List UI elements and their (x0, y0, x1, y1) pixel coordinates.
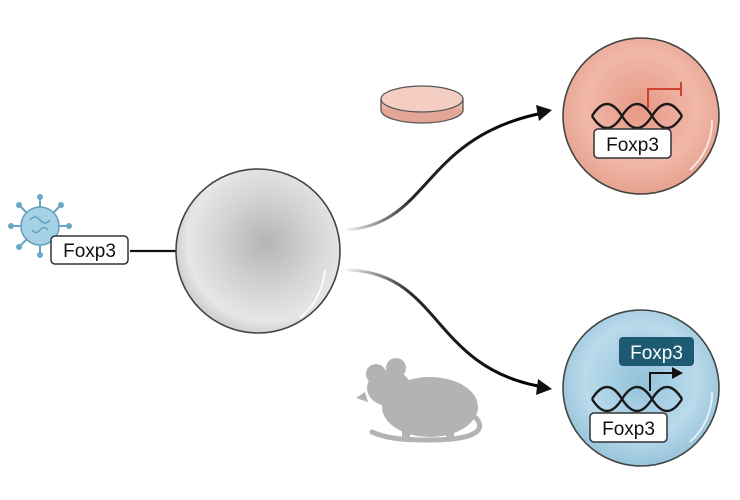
dna-helix-icon (590, 102, 684, 130)
mouse-icon (356, 358, 483, 443)
grey-cell (175, 168, 341, 334)
blue-cell-gene-label: Foxp3 (589, 412, 668, 443)
virus-icon (8, 194, 72, 258)
svg-text:Foxp3: Foxp3 (602, 419, 655, 440)
dna-helix-icon (590, 385, 684, 413)
lower-branch-arrow (343, 268, 552, 395)
petri-dish-icon (380, 85, 464, 124)
active-promoter-icon (649, 367, 683, 391)
svg-text:Foxp3: Foxp3 (630, 343, 683, 364)
protein-label: Foxp3 (619, 337, 694, 366)
virus-gene-label: Foxp3 (50, 235, 129, 265)
upper-branch-arrow (343, 105, 552, 232)
red-cell (562, 37, 720, 195)
svg-text:Foxp3: Foxp3 (63, 241, 116, 262)
svg-text:Foxp3: Foxp3 (606, 135, 659, 156)
red-cell-gene-label: Foxp3 (593, 128, 672, 159)
repressed-promoter-icon (647, 82, 682, 108)
